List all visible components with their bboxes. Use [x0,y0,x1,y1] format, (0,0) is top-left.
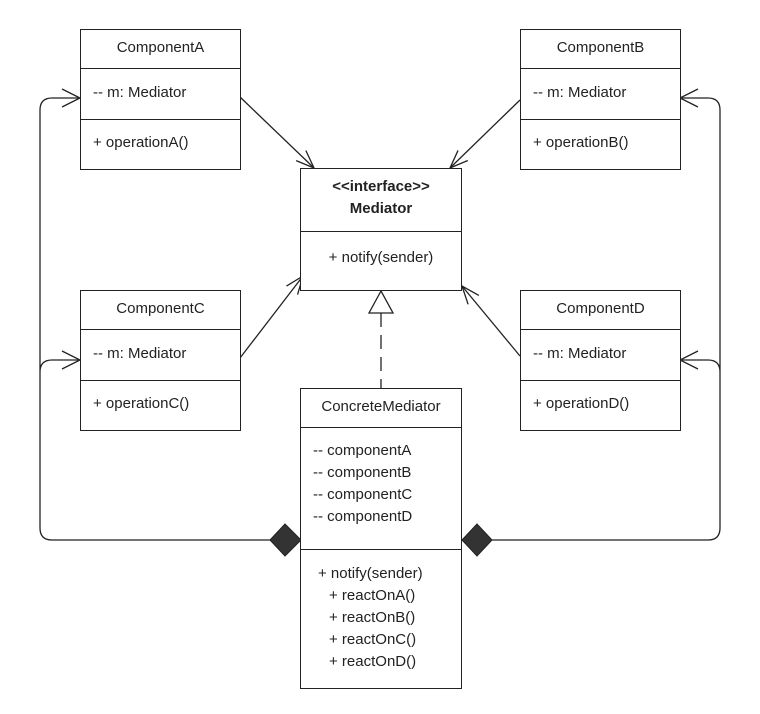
class-method: + operationC() [81,380,240,430]
method-line: + reactOnB() [329,609,416,626]
class-method: + operationA() [81,119,240,169]
composition-diamond-left [269,523,302,557]
class-name: ComponentD [556,300,645,317]
composition-diamond-right [461,523,493,557]
interface-header: <<interface>> Mediator [301,169,461,231]
class-name: ComponentA [116,39,205,56]
class-method: + operationD() [521,380,680,430]
method-line: + reactOnA() [329,587,416,604]
concrete-methods: + notify(sender) + reactOnA() + reactOnB… [301,549,461,687]
class-name: ComponentB [556,39,645,56]
class-component-a: ComponentA -- m: Mediator + operationA() [80,29,241,170]
class-field: -- m: Mediator [521,329,680,380]
method-line: + reactOnC() [329,631,417,648]
composition-left-path [39,97,270,541]
field-line: -- componentD [313,508,413,525]
interface-name: Mediator [349,200,413,217]
class-field: -- m: Mediator [81,68,240,119]
class-name: ComponentC [116,300,205,317]
class-method: + operationB() [521,119,680,169]
interface-method: + notify(sender) [301,231,461,289]
realization-triangle [367,289,395,314]
class-field: -- m: Mediator [521,68,680,119]
interface-stereotype: <<interface>> [332,178,430,195]
assoc-d-to-mediator [460,284,521,357]
method-line: + reactOnD() [329,653,417,670]
class-mediator-interface: <<interface>> Mediator + notify(sender) [300,168,462,291]
assoc-a-to-mediator [239,96,316,170]
field-line: -- componentC [313,486,413,503]
field-line: -- componentA [313,442,412,459]
assoc-c-to-mediator [239,274,305,359]
field-line: -- componentB [313,464,412,481]
composition-right-path [492,97,721,541]
class-component-d: ComponentD -- m: Mediator + operationD() [520,290,681,431]
class-component-c: ComponentC -- m: Mediator + operationC() [80,290,241,431]
class-concrete-mediator: ConcreteMediator -- componentA -- compon… [300,388,462,689]
class-field: -- m: Mediator [81,329,240,380]
class-name: ConcreteMediator [321,398,441,415]
method-line: + notify(sender) [318,565,423,582]
concrete-fields: -- componentA -- componentB -- component… [301,427,461,549]
class-component-b: ComponentB -- m: Mediator + operationB() [520,29,681,170]
assoc-b-to-mediator [448,99,521,170]
